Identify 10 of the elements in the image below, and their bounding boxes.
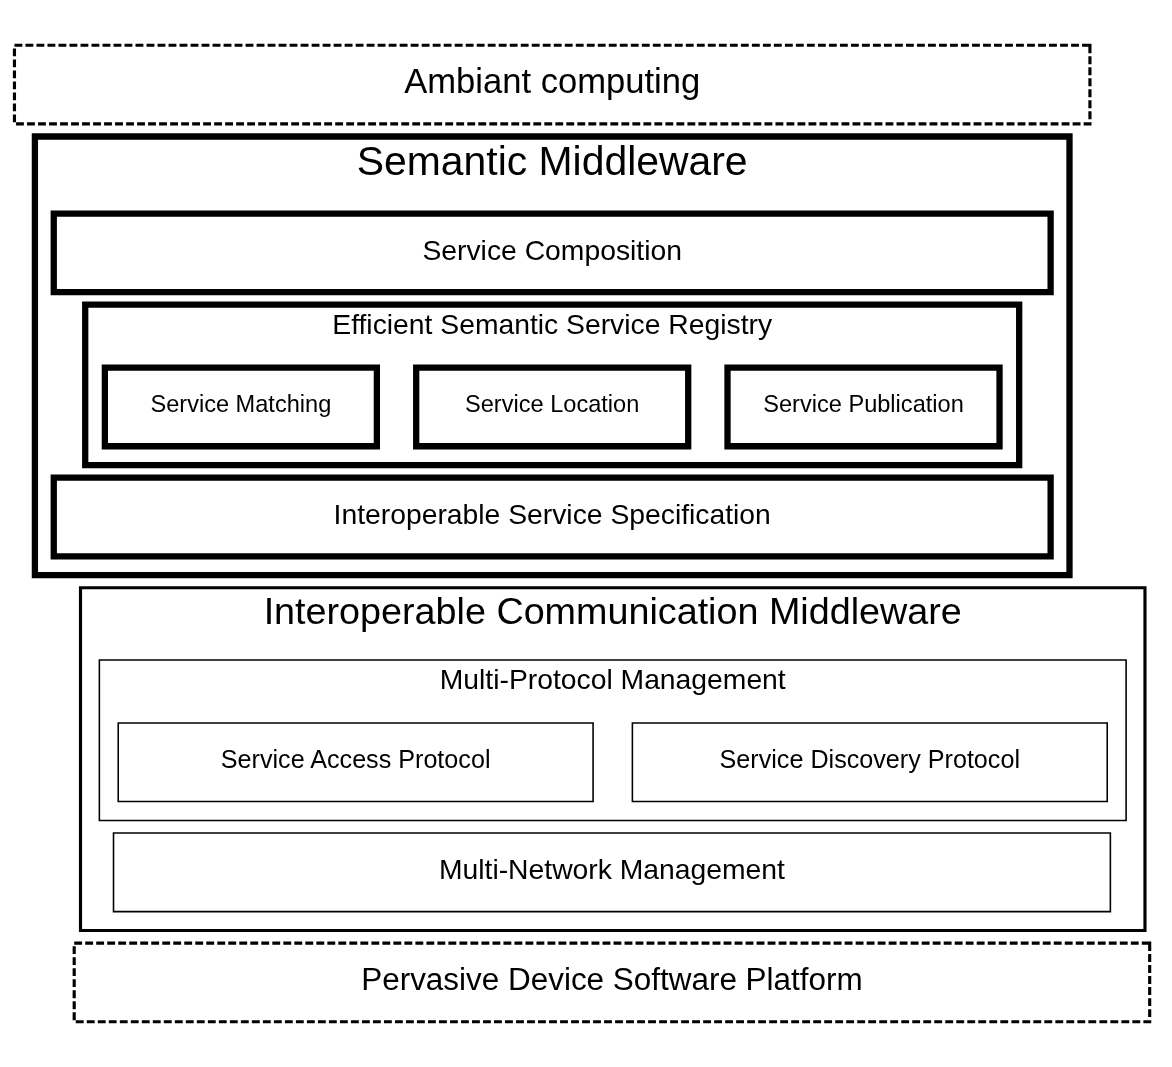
node-box: Multi-Network Management: [112, 832, 1112, 913]
node-box: Interoperable Service Specification: [50, 474, 1054, 560]
node-box: Service Composition: [50, 210, 1054, 296]
node-box: Pervasive Device Software Platform: [72, 941, 1152, 1024]
node-box: Ambiant computing: [12, 43, 1092, 126]
node-box: Service Discovery Protocol: [631, 722, 1108, 803]
node-box: Service Access Protocol: [117, 722, 594, 803]
node-box: Service Matching: [101, 364, 381, 450]
node-box: Service Publication: [724, 364, 1003, 450]
node-box: Service Location: [413, 364, 692, 450]
